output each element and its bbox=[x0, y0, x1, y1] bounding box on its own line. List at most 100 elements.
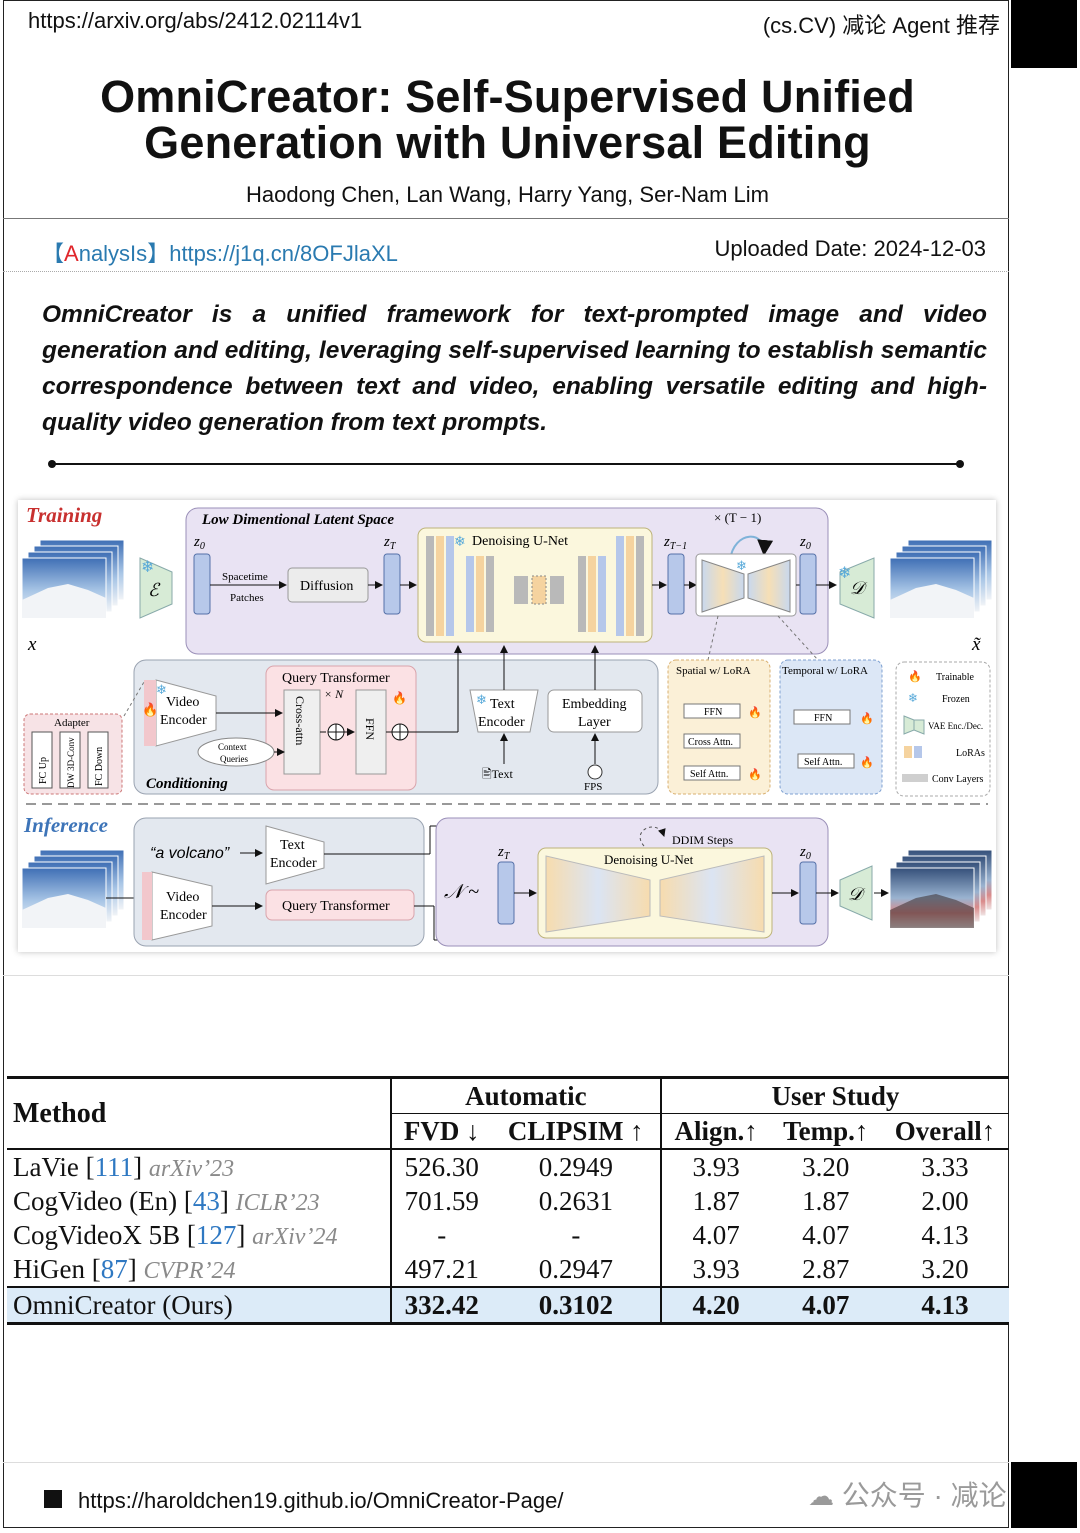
temporal-ffn-label: FFN bbox=[814, 713, 832, 724]
prompt-text: “a volcano” bbox=[150, 845, 230, 862]
loop-arrow bbox=[729, 535, 774, 561]
frozen-icon: ❄ bbox=[454, 533, 466, 549]
unet-up bbox=[747, 559, 791, 613]
clipsim-header: CLIPSIM ↑ bbox=[507, 1115, 644, 1146]
temporal-lora-label: Temporal w/ LoRA bbox=[782, 665, 868, 677]
architecture-diagram: Training x ℰ ❄ Low Dimentional Latent Sp… bbox=[21, 503, 993, 947]
frozen-icon: ❄ bbox=[908, 691, 918, 705]
x-label: x bbox=[27, 634, 37, 655]
context-label: Context bbox=[218, 742, 247, 752]
frozen-icon: ❄ bbox=[736, 558, 747, 573]
temporal-ffn-box bbox=[793, 709, 851, 725]
temporal-self-attn-label: Self Attn. bbox=[804, 757, 842, 768]
output-images bbox=[889, 539, 993, 619]
bracket-close: 】 bbox=[147, 241, 170, 266]
ddim-label: DDIM Steps bbox=[672, 833, 733, 847]
temp-header: Temp.↑ bbox=[783, 1115, 869, 1146]
spatial-cross-attn-label: Cross Attn. bbox=[688, 737, 733, 748]
citation-link[interactable]: 87 bbox=[100, 1253, 128, 1284]
dw-conv-box bbox=[59, 731, 81, 789]
input-images bbox=[21, 539, 125, 619]
legend-vae: VAE Enc./Dec. bbox=[928, 721, 983, 731]
text-input-label: 🖹Text bbox=[482, 767, 513, 781]
separator-line bbox=[52, 463, 960, 465]
spatial-ffn-box bbox=[683, 703, 741, 719]
align-header: Align.↑ bbox=[659, 1113, 771, 1149]
uploaded-date: Uploaded Date: 2024-12-03 bbox=[714, 236, 986, 261]
analysis-letter: A bbox=[64, 241, 79, 266]
method-header: Method bbox=[7, 1077, 391, 1150]
cross-attn-label: Cross-attn bbox=[293, 696, 307, 745]
conditioning-label: Conditioning bbox=[146, 776, 228, 792]
trainable-icon: 🔥 bbox=[392, 691, 407, 705]
noise-label: 𝒩 ~ bbox=[444, 881, 479, 903]
spatial-self-attn-box bbox=[683, 765, 741, 781]
title-line-1: OmniCreator: Self-Supervised Unified bbox=[100, 71, 915, 122]
citation-link[interactable]: 43 bbox=[192, 1185, 220, 1216]
z0-out-label: z0 bbox=[799, 534, 811, 552]
title-line-2: Generation with Universal Editing bbox=[144, 117, 871, 168]
latent-space-label: Low Dimentional Latent Space bbox=[201, 512, 394, 528]
cross-attn-box bbox=[283, 689, 321, 775]
inf-video-encoder-label-2: Encoder bbox=[160, 908, 207, 923]
analysis-link[interactable]: 【AnalysIs】https://j1q.cn/8OFJlaXL bbox=[42, 236, 398, 268]
authors: Haodong Chen, Lan Wang, Harry Yang, Ser-… bbox=[246, 182, 769, 207]
figure-divider bbox=[3, 975, 1009, 976]
encoder-symbol: ℰ bbox=[148, 580, 161, 600]
dotted-divider bbox=[3, 271, 1009, 272]
embedding-label-2: Layer bbox=[578, 715, 611, 730]
spatial-lora-block bbox=[667, 659, 771, 795]
text-encoder bbox=[469, 689, 539, 733]
legend-frozen: Frozen bbox=[942, 694, 970, 705]
legend-box bbox=[895, 661, 991, 797]
inf-denoising-unet-label: Denoising U-Net bbox=[604, 852, 694, 867]
frozen-icon: ❄ bbox=[476, 692, 487, 707]
trainable-icon: 🔥 bbox=[142, 702, 158, 717]
inf-text-encoder-label-2: Encoder bbox=[270, 856, 317, 871]
fvd-header: FVD ↓ bbox=[389, 1113, 492, 1149]
fps-icon bbox=[587, 764, 603, 780]
video-encoder-label-2: Encoder bbox=[160, 713, 207, 728]
separator-dot-right bbox=[956, 460, 964, 468]
wechat-watermark: ☁ 公众号 · 减论 bbox=[808, 1474, 1007, 1514]
citation-link[interactable]: 111 bbox=[94, 1151, 134, 1182]
fc-up-box bbox=[31, 731, 53, 789]
latent-z0 bbox=[193, 553, 211, 615]
text-encoder-label-2: Encoder bbox=[478, 715, 525, 730]
text-encoder-label-1: Text bbox=[490, 697, 515, 712]
architecture-figure: Training x ℰ ❄ Low Dimentional Latent Sp… bbox=[18, 500, 996, 952]
analysis-label: nalysIs bbox=[78, 241, 148, 266]
unet-layers bbox=[426, 536, 644, 636]
inference-query-transformer bbox=[265, 889, 415, 921]
citation-link[interactable]: 127 bbox=[195, 1219, 237, 1250]
inference-text-encoder bbox=[265, 825, 325, 885]
inf-decoder-symbol: 𝒟 bbox=[848, 884, 866, 904]
denoising-unet-label: Denoising U-Net bbox=[472, 534, 568, 549]
queries-label: Queries bbox=[220, 754, 248, 764]
inf-unet-up bbox=[659, 855, 765, 933]
adapter-strip bbox=[144, 680, 156, 746]
latent-zT1 bbox=[667, 553, 685, 615]
project-page-link[interactable]: https://haroldchen19.github.io/OmniCreat… bbox=[78, 1488, 564, 1513]
wechat-label: 公众号 · 减论 bbox=[841, 1480, 1007, 1511]
latent-zT bbox=[383, 553, 401, 615]
times-n-label: × N bbox=[324, 687, 344, 701]
diffusion-label: Diffusion bbox=[300, 579, 353, 594]
arxiv-link[interactable]: https://arxiv.org/abs/2412.02114v1 bbox=[28, 8, 363, 33]
inference-output-images bbox=[889, 849, 993, 929]
automatic-header: Automatic bbox=[389, 1077, 661, 1114]
frozen-icon: ❄ bbox=[838, 565, 851, 582]
spatial-ffn-label: FFN bbox=[704, 707, 722, 718]
analysis-url[interactable]: https://j1q.cn/8OFJlaXL bbox=[169, 241, 398, 266]
fc-down-label: FC Down bbox=[94, 747, 105, 786]
spatial-cross-attn-box bbox=[683, 733, 741, 749]
fc-up-label: FC Up bbox=[38, 757, 49, 784]
inference-input-images bbox=[21, 849, 125, 929]
loop-label: × (T − 1) bbox=[714, 510, 761, 525]
zT1-label: zT−1 bbox=[663, 534, 687, 552]
separator-dot-left bbox=[48, 460, 56, 468]
user-study-header: User Study bbox=[659, 1077, 1009, 1114]
trainable-icon: 🔥 bbox=[748, 706, 762, 719]
